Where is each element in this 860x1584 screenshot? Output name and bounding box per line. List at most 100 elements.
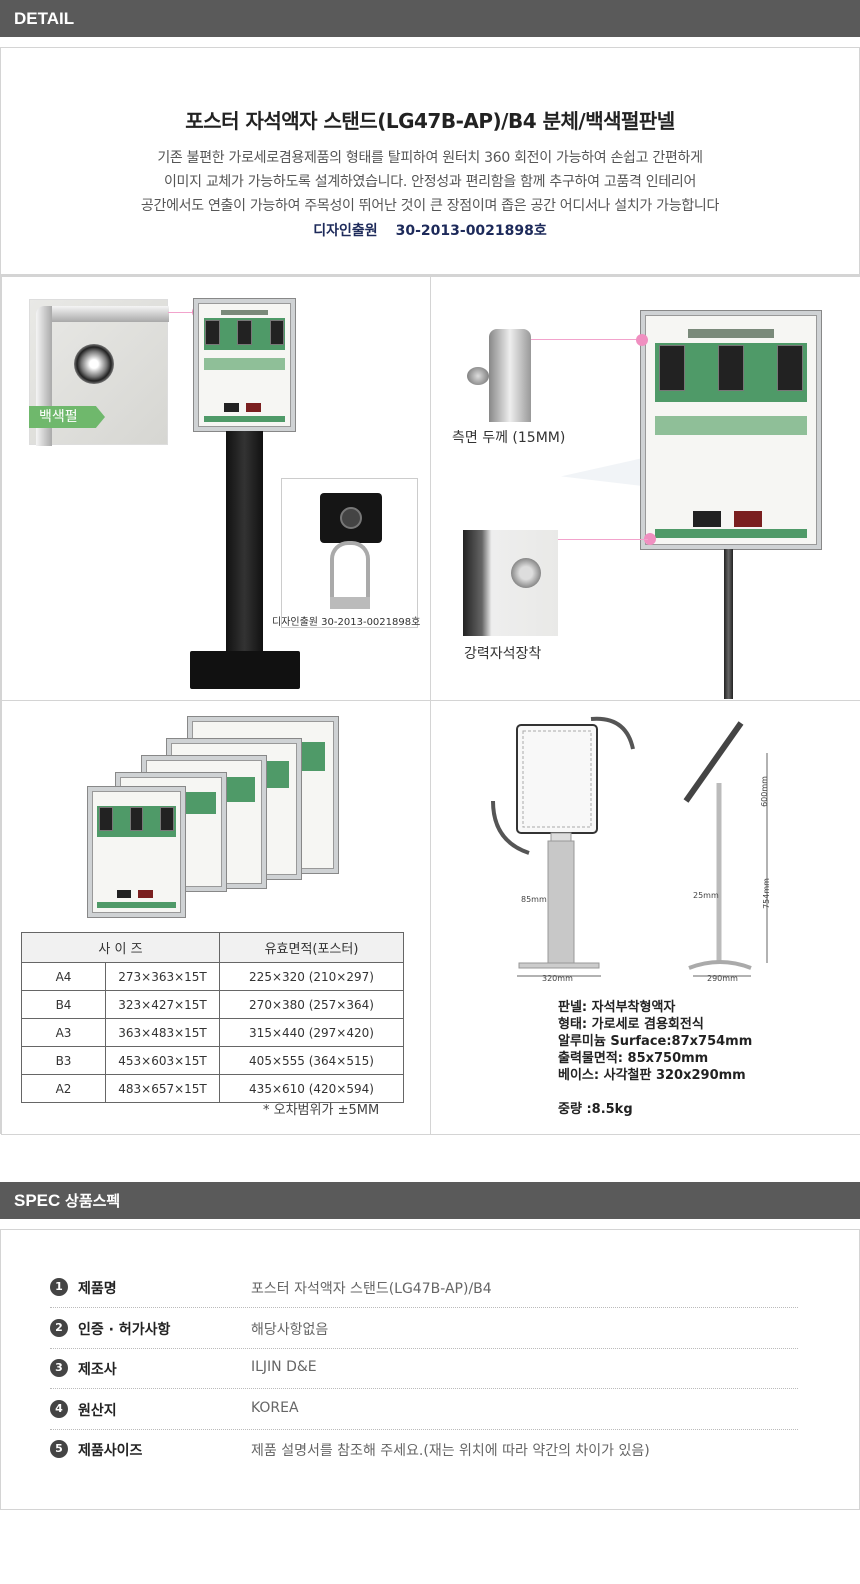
spec-value: 해당사항없음 bbox=[251, 1322, 329, 1338]
spec-line: 판넬: 자석부착형액자 bbox=[558, 1000, 676, 1015]
cell-dims: 273×363×15T bbox=[105, 962, 220, 991]
callout-dot bbox=[636, 334, 648, 346]
header-size: 사 이 즈 bbox=[21, 932, 220, 963]
side-screw-icon bbox=[467, 367, 489, 385]
detail-header: DETAIL bbox=[0, 0, 860, 37]
table-row: A2 483×657×15T 435×610 (420×594) bbox=[21, 1074, 404, 1103]
stand-detail-panel: 백색펄 디자인출원 30-2013-0021898호 bbox=[1, 276, 431, 701]
spec-number-badge: 1 bbox=[50, 1278, 68, 1296]
dim-post-height: 754mm bbox=[761, 878, 771, 909]
callout-line bbox=[531, 339, 641, 340]
spec-list: 1 제품명 포스터 자석액자 스탠드(LG47B-AP)/B4 2 인증 · 허… bbox=[0, 1229, 860, 1510]
detail-image-grid: 백색펄 디자인출원 30-2013-0021898호 bbox=[0, 275, 860, 1135]
product-specs-text: 판넬: 자석부착형액자 형태: 가로세로 겸용회전식 알루미늄 Surface:… bbox=[558, 999, 752, 1118]
spec-header-en: SPEC bbox=[14, 1191, 61, 1210]
tolerance-note: * 오차범위가 ±5MM bbox=[263, 1103, 380, 1118]
spec-number-badge: 4 bbox=[50, 1400, 68, 1418]
spec-line bbox=[558, 1084, 752, 1101]
intro-section: 포스터 자석액자 스탠드(LG47B-AP)/B4 분체/백색펄판넬 기존 불편… bbox=[0, 47, 860, 275]
cell-size: B3 bbox=[21, 1046, 106, 1075]
design-registration: 디자인출원 30-2013-0021898호 bbox=[1, 220, 859, 240]
callout-line bbox=[168, 312, 198, 313]
cell-dims: 323×427×15T bbox=[105, 990, 220, 1019]
cell-dims: 453×603×15T bbox=[105, 1046, 220, 1075]
cell-area: 225×320 (210×297) bbox=[219, 962, 404, 991]
cell-size: A4 bbox=[21, 962, 106, 991]
callout-dot bbox=[644, 533, 656, 545]
magnet-detail-panel: 측면 두께 (15MM) 강력자석장착 bbox=[430, 276, 860, 701]
spec-key: 인증 · 허가사항 bbox=[78, 1322, 171, 1338]
size-frame-a4 bbox=[88, 787, 185, 917]
spec-key: 제품사이즈 bbox=[78, 1443, 143, 1459]
table-row: B4 323×427×15T 270×380 (257×364) bbox=[21, 990, 404, 1019]
poster-frame bbox=[194, 299, 295, 431]
spec-key: 원산지 bbox=[78, 1403, 117, 1419]
rotate-arrow-icon bbox=[491, 800, 530, 855]
size-table: 사 이 즈 유효면적(포스터) A4 273×363×15T 225×320 (… bbox=[21, 932, 404, 1103]
spec-number-badge: 2 bbox=[50, 1319, 68, 1337]
dimension-diagram bbox=[491, 716, 768, 977]
product-title: 포스터 자석액자 스탠드(LG47B-AP)/B4 분체/백색펄판넬 bbox=[185, 109, 675, 133]
intro-line: 이미지 교체가 가능하도록 설계하였습니다. 안정성과 편리함을 함께 추구하여… bbox=[163, 174, 697, 190]
spec-value: 제품 설명서를 참조해 주세요.(재는 위치에 따라 약간의 차이가 있음) bbox=[251, 1443, 650, 1459]
intro-line: 기존 불편한 가로세로겸용제품의 형태를 탈피하여 원터치 360 회전이 가능… bbox=[157, 150, 703, 166]
cell-area: 435×610 (420×594) bbox=[219, 1074, 404, 1103]
table-row: B3 453×603×15T 405×555 (364×515) bbox=[21, 1046, 404, 1075]
intro-description: 기존 불편한 가로세로겸용제품의 형태를 탈피하여 원터치 360 회전이 가능… bbox=[1, 146, 859, 218]
magnet-label: 강력자석장착 bbox=[464, 646, 542, 662]
magnet-closeup-photo bbox=[463, 530, 558, 636]
design-caption: 디자인출원 30-2013-0021898호 bbox=[272, 617, 421, 628]
callout-line bbox=[558, 539, 648, 540]
spec-line: 중량 :8.5kg bbox=[558, 1102, 633, 1117]
spec-value: KOREA bbox=[251, 1400, 299, 1416]
side-profile-photo bbox=[489, 329, 531, 422]
cell-dims: 483×657×15T bbox=[105, 1074, 220, 1103]
dim-post-width: 85mm bbox=[521, 895, 547, 904]
stand-pole bbox=[724, 549, 733, 699]
stand-base bbox=[190, 651, 300, 689]
spec-row: 2 인증 · 허가사항 해당사항없음 bbox=[50, 1308, 798, 1349]
spec-line: 출력물면적: 85x750mm bbox=[558, 1051, 709, 1066]
cell-area: 405×555 (364×515) bbox=[219, 1046, 404, 1075]
spec-line: 형태: 가로세로 겸용회전식 bbox=[558, 1017, 704, 1032]
cell-size: A3 bbox=[21, 1018, 106, 1047]
spec-number-badge: 5 bbox=[50, 1440, 68, 1458]
table-row: A4 273×363×15T 225×320 (210×297) bbox=[21, 962, 404, 991]
spec-header-ko: 상품스펙 bbox=[65, 1192, 121, 1210]
cell-size: B4 bbox=[21, 990, 106, 1019]
design-number: 30-2013-0021898호 bbox=[395, 223, 547, 239]
cell-size: A2 bbox=[21, 1074, 106, 1103]
spec-line: 알루미늄 Surface:87x754mm bbox=[558, 1034, 753, 1049]
white-pearl-label: 백색펄 bbox=[39, 409, 78, 425]
spec-row: 4 원산지 KOREA bbox=[50, 1389, 798, 1430]
spec-number-badge: 3 bbox=[50, 1359, 68, 1377]
header-area: 유효면적(포스터) bbox=[219, 932, 404, 963]
rotate-arrow-icon bbox=[590, 716, 635, 750]
design-label: 디자인출원 bbox=[313, 223, 378, 239]
dim-side-base: 290mm bbox=[707, 974, 738, 983]
poster-frame-large bbox=[641, 311, 821, 549]
spec-key: 제조사 bbox=[78, 1362, 117, 1378]
spec-header: SPEC 상품스펙 bbox=[0, 1182, 860, 1219]
detail-header-label: DETAIL bbox=[14, 9, 75, 28]
spec-key: 제품명 bbox=[78, 1281, 117, 1297]
cell-area: 270×380 (257×364) bbox=[219, 990, 404, 1019]
intro-line: 공간에서도 연출이 가능하여 주목성이 뛰어난 것이 큰 장점이며 좁은 공간 … bbox=[140, 198, 720, 214]
cell-area: 315×440 (297×420) bbox=[219, 1018, 404, 1047]
white-pearl-badge: 백색펄 bbox=[29, 406, 105, 428]
size-table-header: 사 이 즈 유효면적(포스터) bbox=[21, 932, 404, 963]
spec-value: ILJIN D&E bbox=[251, 1359, 317, 1375]
dim-panel-height: 600mm bbox=[759, 776, 769, 807]
table-row: A3 363×483×15T 315×440 (297×420) bbox=[21, 1018, 404, 1047]
spec-value: 포스터 자석액자 스탠드(LG47B-AP)/B4 bbox=[251, 1281, 492, 1297]
stand-post bbox=[226, 431, 263, 681]
dimension-diagram-panel: 85mm 320mm 25mm 290mm 600mm 754mm 판넬: 자석… bbox=[430, 700, 860, 1135]
dim-base-width: 320mm bbox=[542, 974, 573, 983]
hinge-detail-photo bbox=[281, 478, 418, 628]
dim-side-post: 25mm bbox=[693, 891, 719, 900]
spec-line: 베이스: 사각철판 320x290mm bbox=[558, 1068, 746, 1083]
spec-row: 5 제품사이즈 제품 설명서를 참조해 주세요.(재는 위치에 따라 약간의 차… bbox=[50, 1429, 798, 1470]
side-thickness-label: 측면 두께 (15MM) bbox=[452, 430, 566, 446]
spec-row: 3 제조사 ILJIN D&E bbox=[50, 1348, 798, 1389]
cell-dims: 363×483×15T bbox=[105, 1018, 220, 1047]
